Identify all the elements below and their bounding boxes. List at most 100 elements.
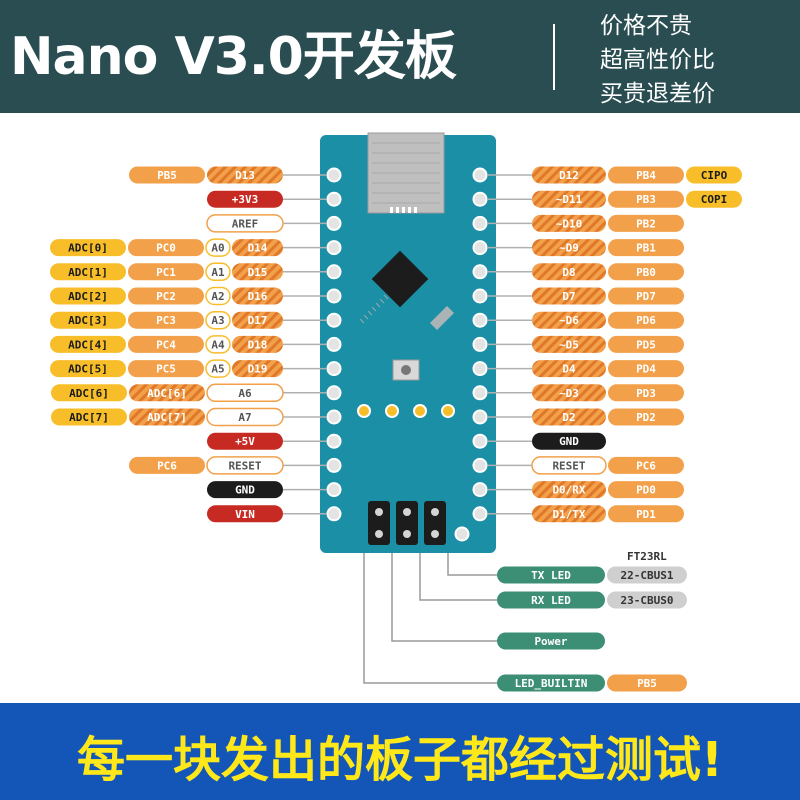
icsp-pin — [375, 508, 383, 516]
right-pin-label: ~D9 — [559, 242, 579, 255]
left-pin-label: A1 — [211, 266, 225, 279]
right-pin-label-pill — [532, 166, 606, 184]
header-divider — [553, 24, 555, 90]
right-pin-label-pill — [608, 408, 684, 426]
left-pin-label: PB5 — [157, 169, 177, 182]
led-chip-pin-pill — [607, 566, 687, 584]
nano-board — [320, 132, 496, 553]
left-pin-label: PC2 — [156, 290, 176, 303]
right-pin-label: PB2 — [636, 217, 656, 230]
left-header-pin — [326, 215, 342, 231]
right-pin-label: ~D3 — [559, 387, 579, 400]
left-pin-label: A4 — [211, 338, 225, 351]
left-pin-label: D15 — [248, 266, 268, 279]
header-banner: Nano V3.0开发板 价格不贵 超高性价比 买贵退差价 — [0, 0, 800, 113]
left-pin-label-pill — [207, 190, 283, 208]
usb-pin — [390, 207, 393, 213]
right-pin-label-pill — [686, 166, 742, 184]
slogan-line-2: 超高性价比 — [600, 47, 715, 73]
right-pin-label-pill — [532, 190, 606, 208]
footer-text: 每一块发出的板子都经过测试! — [77, 732, 723, 788]
slogan-line-1: 价格不贵 — [600, 13, 692, 39]
right-pin-label-pill — [608, 166, 684, 184]
right-pin-label: PB0 — [636, 266, 656, 279]
right-pin-label-pill — [532, 311, 606, 329]
left-pin-label: RESET — [228, 459, 261, 472]
led-label-pill — [497, 591, 605, 609]
left-pin-label-pill — [128, 239, 204, 257]
right-header-pin — [472, 457, 488, 473]
right-pin-label-pill — [608, 384, 684, 402]
mcu-pin — [383, 294, 389, 300]
left-pin-label: PC1 — [156, 266, 176, 279]
left-pin-label-pill — [205, 262, 231, 282]
right-header-pin — [472, 433, 488, 449]
left-pin-label-pill — [232, 239, 283, 257]
left-pin-label: ADC[2] — [68, 290, 108, 303]
right-header-pin — [472, 482, 488, 498]
left-pin-label-pill — [207, 166, 283, 184]
left-pin-label: +5V — [235, 435, 255, 448]
left-pin-label: ADC[4] — [68, 338, 108, 351]
left-pin-label-pill — [232, 263, 283, 281]
right-pin-label-pill — [532, 384, 606, 402]
right-pin-label-pill — [608, 505, 684, 523]
left-pin-label-pill — [207, 505, 283, 523]
right-pin-label-pill — [608, 481, 684, 499]
left-pin-label: AREF — [232, 217, 259, 230]
left-pin-label-pill — [128, 335, 204, 353]
left-header-pin — [326, 385, 342, 401]
left-pin-label: PC6 — [157, 459, 177, 472]
mcu-pin — [379, 298, 385, 304]
right-pin-label-pill — [532, 287, 606, 305]
left-pin-label-pill — [232, 287, 283, 305]
board-led — [413, 404, 427, 418]
led-chip-pin-pill — [607, 591, 687, 609]
left-pin-label-pill — [207, 481, 283, 499]
icsp-pin — [431, 530, 439, 538]
left-header-pin — [326, 506, 342, 522]
right-header-pin — [472, 312, 488, 328]
right-pin-label-pill — [608, 214, 684, 232]
left-pin-label-pill — [129, 456, 205, 474]
left-header-pin — [326, 312, 342, 328]
left-pin-label: ADC[7] — [147, 411, 187, 424]
left-pin-label: VIN — [235, 508, 255, 521]
board-led — [357, 404, 371, 418]
right-pin-label: D4 — [562, 363, 576, 376]
icsp-header — [368, 501, 390, 545]
right-pin-label-pill — [608, 287, 684, 305]
left-pin-label: D16 — [248, 290, 268, 303]
right-pin-label-pill — [532, 432, 606, 450]
right-pin-label: ~D6 — [559, 314, 579, 327]
left-pin-label: ADC[5] — [68, 363, 108, 376]
right-pin-label-pill — [608, 456, 684, 474]
ft-chip-label: FT23RL — [627, 550, 667, 563]
left-pin-label: ADC[6] — [69, 387, 109, 400]
right-pin-label: PD5 — [636, 338, 656, 351]
right-header-pin — [472, 336, 488, 352]
mcu-pin — [363, 314, 369, 320]
left-pin-label-pill — [205, 238, 231, 257]
left-pin-label-pill — [129, 408, 205, 426]
left-header-pin — [326, 264, 342, 280]
icsp-header — [396, 501, 418, 545]
left-pin-label: A7 — [238, 411, 251, 424]
right-pin-label-pill — [532, 239, 606, 257]
left-pin-label: PC0 — [156, 242, 176, 255]
reset-button-cap — [401, 365, 411, 375]
right-pin-label: PD4 — [636, 363, 656, 376]
left-header-pin — [326, 167, 342, 183]
mcu-pin — [375, 302, 381, 308]
left-pin-label-pill — [50, 287, 126, 305]
right-pin-label: PB4 — [636, 169, 656, 182]
right-pin-label: D1/TX — [552, 508, 585, 521]
usb-pin — [408, 207, 411, 213]
right-pin-label: ~D5 — [559, 338, 579, 351]
left-pin-label: GND — [235, 484, 255, 497]
right-header-pin — [472, 361, 488, 377]
right-pin-label: PD2 — [636, 411, 656, 424]
right-header-pin — [472, 215, 488, 231]
left-pin-label: D14 — [248, 242, 268, 255]
usb-pin — [396, 207, 399, 213]
